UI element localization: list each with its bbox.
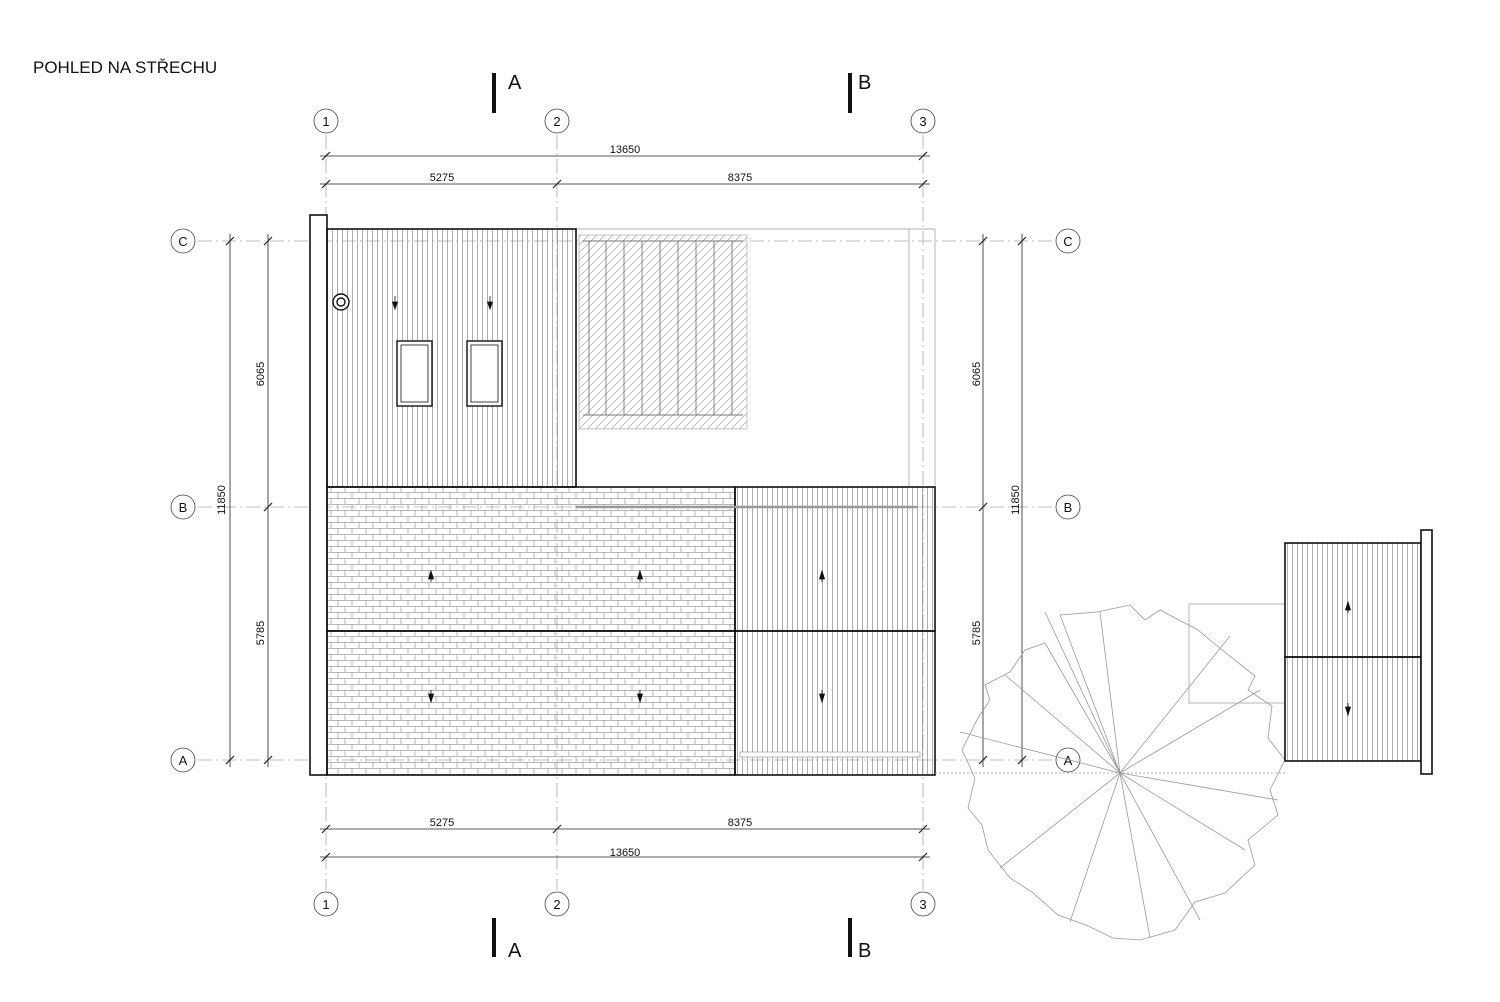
grid-bubble-c-right: [1055, 228, 1081, 254]
section-label-b-bottom: B: [858, 940, 871, 962]
pergola: [578, 234, 748, 430]
grid-bubble-b-left: [170, 494, 196, 520]
dim-x-2-3-bottom: 8375: [728, 817, 752, 829]
grid-bubble-3-bottom: [910, 891, 936, 917]
dim-x-2-3-top: 8375: [728, 172, 752, 184]
section-label-a-top: A: [508, 72, 522, 94]
grid-bubble-a-left: [170, 747, 196, 773]
dim-y-c-b-left: 6065: [255, 362, 267, 386]
dim-total-y-right: 11850: [1010, 485, 1022, 515]
grid-label-c-right: C: [1063, 234, 1072, 249]
dim-total-y-left: 11850: [216, 485, 228, 515]
slope-arrows-upper: [391, 296, 494, 311]
roof-tiled: [326, 486, 736, 776]
section-label-a-bottom: A: [508, 940, 522, 962]
dim-x-1-2-bottom: 5275: [430, 817, 454, 829]
grid-label-1-top: 1: [322, 114, 329, 129]
grid-bubble-2-bottom: [544, 891, 570, 917]
grid-bubble-1-bottom: [313, 891, 339, 917]
grid-label-1-bottom: 1: [322, 897, 329, 912]
dim-y-b-a-right: 5785: [971, 621, 983, 645]
section-markers: [492, 73, 852, 957]
grid-label-2-top: 2: [553, 114, 560, 129]
grid-label-b-left: B: [179, 500, 188, 515]
skylights: [396, 340, 503, 407]
grid-label-a-right: A: [1064, 753, 1073, 768]
grid-label-2-bottom: 2: [553, 897, 560, 912]
tree-icon: [959, 604, 1286, 941]
grid-label-3-bottom: 3: [919, 897, 926, 912]
grid-label-a-left: A: [179, 753, 188, 768]
slope-arrows-annex: [1344, 600, 1352, 717]
grid-bubble-3-top: [910, 108, 936, 134]
dim-y-b-a-left: 5785: [255, 621, 267, 645]
chimney-icon: [332, 293, 350, 311]
roof-upper-left: [326, 228, 577, 488]
grid-bubble-c-left: [170, 228, 196, 254]
grid-bubble-b-right: [1055, 494, 1081, 520]
dim-x-1-2-top: 5275: [430, 172, 454, 184]
grid-bubble-1-top: [313, 108, 339, 134]
footprint-outline: [576, 228, 936, 487]
slope-arrows-tiled: [427, 569, 644, 704]
dim-y-c-b-right: 6065: [971, 362, 983, 386]
roof-right: [576, 486, 936, 776]
grid-label-c-left: C: [178, 234, 187, 249]
annex-roof: [1284, 529, 1433, 775]
dim-total-x-top: 13650: [610, 144, 641, 156]
grid-label-3-top: 3: [919, 114, 926, 129]
section-label-b-top: B: [858, 72, 871, 94]
slope-arrows-right: [818, 569, 826, 704]
dim-total-x-bottom: 13650: [610, 847, 641, 859]
grid-bubble-2-top: [544, 108, 570, 134]
drawing-title: POHLED NA STŘECHU: [33, 58, 218, 77]
annex-outline: [1188, 603, 1286, 704]
dimension-lines: [225, 151, 1027, 862]
grid-label-b-right: B: [1064, 500, 1073, 515]
wall-strip: [309, 214, 328, 776]
